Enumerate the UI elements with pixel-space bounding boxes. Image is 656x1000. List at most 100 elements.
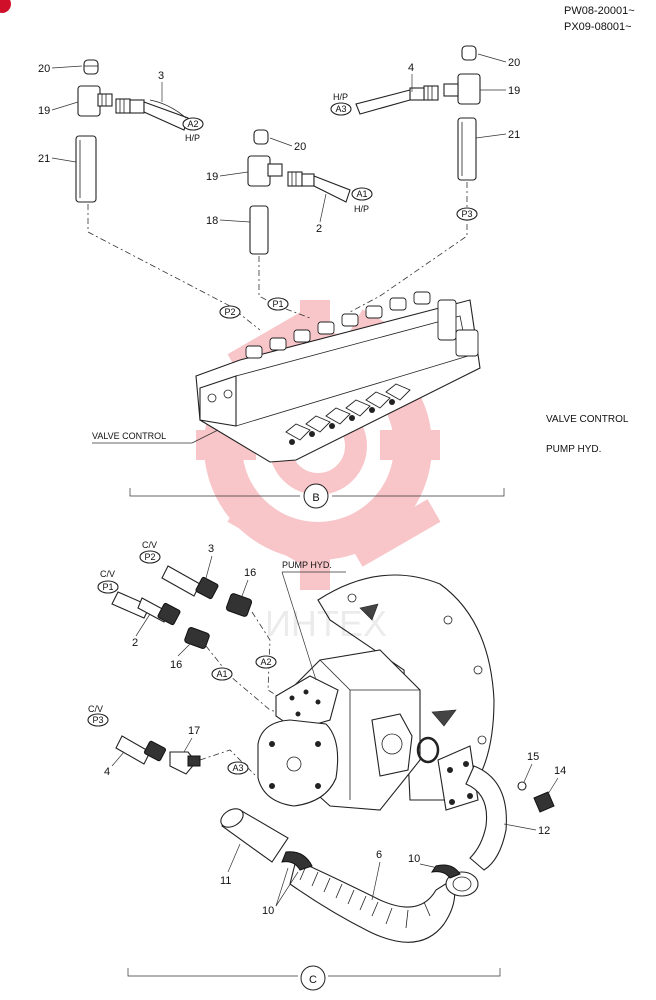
hose-clamp-10 (430, 864, 461, 879)
suction-hose-6 (289, 859, 456, 943)
svg-text:A2: A2 (260, 657, 271, 667)
svg-text:B: B (312, 492, 319, 504)
part-number-18: 18 (206, 215, 218, 227)
svg-text:P3: P3 (92, 715, 103, 725)
serial-range-2: PX09-08001~ (564, 21, 632, 33)
svg-text:A3: A3 (335, 104, 346, 114)
fitting-group-left (75, 59, 189, 203)
fitting-group-right (355, 45, 481, 181)
port-code-p3 (456, 207, 478, 221)
part-number-16: 16 (244, 567, 256, 579)
pump-hyd-label: PUMP HYD. (282, 560, 332, 570)
cv-label: C/V (100, 569, 115, 579)
port-code-p2 (219, 305, 241, 319)
svg-text:P2: P2 (224, 307, 235, 317)
tee-19-middle (247, 155, 271, 187)
side-label-pump-hyd: PUMP HYD. (546, 444, 601, 455)
tube-21-left (75, 135, 97, 203)
part-number-21: 21 (38, 153, 50, 165)
pipe-12 (465, 765, 507, 871)
svg-text:P1: P1 (272, 299, 283, 309)
tee-19-right (457, 73, 481, 105)
svg-text:A1: A1 (356, 189, 367, 199)
svg-text:P3: P3 (461, 209, 472, 219)
hose-clamp-10 (281, 851, 313, 871)
hp-label: H/P (354, 204, 369, 214)
part-number-2: 2 (132, 637, 138, 649)
part-number-3: 3 (158, 70, 164, 82)
cv-label: C/V (142, 540, 157, 550)
port-code-a1 (351, 187, 373, 201)
hp-label: H/P (333, 92, 348, 102)
bolt-14 (533, 791, 555, 813)
part-number-19: 19 (508, 85, 520, 97)
cap-20-middle (253, 129, 269, 145)
hose-3 (143, 101, 189, 131)
part-number-2: 2 (316, 223, 322, 235)
svg-text:A1: A1 (216, 669, 227, 679)
port-code-a2 (182, 117, 204, 131)
cv-label: C/V (88, 704, 103, 714)
part-number-20: 20 (508, 57, 520, 69)
part-number-19: 19 (38, 105, 50, 117)
part-number-4: 4 (408, 62, 414, 74)
svg-text:A2: A2 (187, 119, 198, 129)
section-c: C/V P2 3 C/V P1 2 16 16 A1 A2 A3 (87, 540, 566, 991)
watermark-text: ИНТЕХ (265, 603, 387, 644)
part-number-19: 19 (206, 171, 218, 183)
pump-gear-section (257, 719, 339, 807)
part-number-10: 10 (262, 905, 274, 917)
part-number-14: 14 (554, 765, 566, 777)
port-code-p2 (139, 550, 161, 564)
cap-20-left (83, 59, 99, 75)
valve-control-assembly (195, 291, 481, 463)
part-number-16: 16 (170, 659, 182, 671)
serial-range-1: PW08-20001~ (564, 5, 635, 17)
port-code-a2 (255, 655, 277, 669)
hose-end-fitting (445, 871, 479, 897)
adapter-16-upper (225, 593, 253, 617)
part-number-12: 12 (538, 825, 550, 837)
hose-3 (161, 565, 201, 597)
tube-18 (249, 205, 269, 255)
side-label-valve-control: VALVE CONTROL (546, 414, 629, 425)
port-code-p1 (97, 580, 119, 594)
o-ring (416, 736, 440, 764)
part-number-20: 20 (294, 141, 306, 153)
svg-text:C: C (309, 974, 317, 986)
hp-label: H/P (185, 133, 200, 143)
corner-badge (0, 0, 11, 13)
routing-line-p2 (87, 204, 261, 331)
part-number-10: 10 (408, 853, 420, 865)
svg-text:P1: P1 (102, 582, 113, 592)
part-number-21: 21 (508, 129, 520, 141)
port-code-a3 (227, 761, 249, 775)
section-marker-c (300, 965, 326, 991)
part-number-11: 11 (220, 875, 231, 887)
svg-text:P2: P2 (144, 552, 155, 562)
part-number-3: 3 (208, 543, 214, 555)
svg-text:A3: A3 (232, 763, 243, 773)
part-number-6: 6 (376, 849, 382, 861)
routing-line-p1 (258, 256, 311, 319)
tube-21-right (457, 117, 477, 181)
part-number-4: 4 (104, 766, 110, 778)
fitting-group-middle (247, 129, 351, 255)
section-marker-b (303, 483, 329, 509)
part-number-15: 15 (527, 751, 539, 763)
routing-line-a3 (199, 749, 283, 777)
port-code-a3 (330, 102, 352, 116)
tee-19-left (77, 85, 101, 117)
hose-2 (313, 175, 351, 203)
port-code-p3 (87, 713, 109, 727)
cap-20-right (461, 45, 477, 61)
hose-4 (355, 89, 411, 115)
routing-line-p3 (349, 182, 468, 313)
port-code-p1 (267, 297, 289, 311)
part-number-20: 20 (38, 63, 50, 75)
washer-15 (517, 781, 527, 791)
section-b: 20 19 21 3 A2 H/P 20 19 18 2 A1 (38, 45, 520, 509)
port-code-a1 (211, 667, 233, 681)
valve-control-label: VALVE CONTROL (92, 431, 166, 441)
